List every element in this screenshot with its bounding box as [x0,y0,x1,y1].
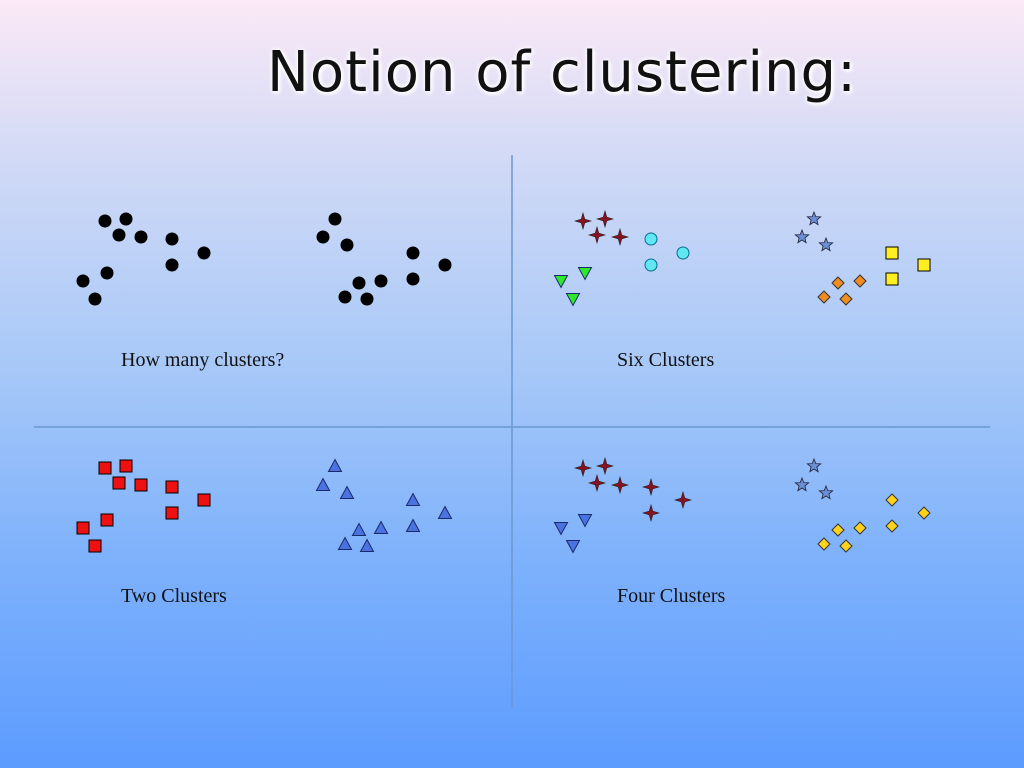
dot-point [438,258,452,272]
triangle-point [315,477,331,491]
dot-point [374,274,388,288]
down-triangle-point [577,267,593,281]
square-point [76,521,90,535]
dot-point [119,212,133,226]
triangle-point [337,536,353,550]
diamond-point [831,523,845,537]
square-point [88,539,102,553]
sparkle-point [573,211,593,231]
diamond-point [831,276,845,290]
circle-point [644,258,658,272]
square-point [165,506,179,520]
diamond-point [853,521,867,535]
down-triangle-point [565,540,581,554]
sparkle-point [610,475,630,495]
star-point [818,484,834,500]
down-triangle-point [553,275,569,289]
diamond-point [853,274,867,288]
triangle-point [373,520,389,534]
down-triangle-point [577,514,593,528]
square-point [134,478,148,492]
square-point [98,461,112,475]
sparkle-point [587,473,607,493]
diamond-point [885,519,899,533]
triangle-point [359,538,375,552]
square-point [119,459,133,473]
star-point [794,476,810,492]
square-point [100,513,114,527]
dot-point [340,238,354,252]
dot-point [165,258,179,272]
dot-point [134,230,148,244]
square-point [112,476,126,490]
sparkle-point [641,503,661,523]
caption-two-clusters: Two Clusters [121,585,227,607]
square-point [165,480,179,494]
diamond-point [839,292,853,306]
dot-point [316,230,330,244]
caption-six-clusters: Six Clusters [617,349,715,371]
diamond-point [917,506,931,520]
caption-four-clusters: Four Clusters [617,585,726,607]
dot-point [406,246,420,260]
sparkle-point [673,490,693,510]
diamond-point [839,539,853,553]
star-point [806,457,822,473]
diamond-point [817,537,831,551]
dot-point [76,274,90,288]
triangle-point [437,505,453,519]
sparkle-point [587,225,607,245]
star-point [806,210,822,226]
dot-point [88,292,102,306]
dot-point [338,290,352,304]
triangle-point [327,458,343,472]
circle-point [644,232,658,246]
circle-point [676,246,690,260]
caption-how-many-clusters: How many clusters? [121,349,285,371]
dot-point [406,272,420,286]
slide-title: Notion of clustering: [267,40,857,105]
square-point [885,272,899,286]
down-triangle-point [565,293,581,307]
star-point [818,236,834,252]
dot-point [165,232,179,246]
diamond-point [885,493,899,507]
sparkle-point [595,456,615,476]
dot-point [112,228,126,242]
sparkle-point [610,227,630,247]
square-point [917,258,931,272]
dot-point [352,276,366,290]
square-point [197,493,211,507]
triangle-point [405,518,421,532]
dot-point [328,212,342,226]
diamond-point [817,290,831,304]
down-triangle-point [553,522,569,536]
triangle-point [405,492,421,506]
dot-point [360,292,374,306]
square-point [885,246,899,260]
sparkle-point [641,477,661,497]
star-point [794,228,810,244]
dot-point [100,266,114,280]
dot-point [98,214,112,228]
sparkle-point [595,209,615,229]
dot-point [197,246,211,260]
triangle-point [339,485,355,499]
triangle-point [351,522,367,536]
sparkle-point [573,458,593,478]
